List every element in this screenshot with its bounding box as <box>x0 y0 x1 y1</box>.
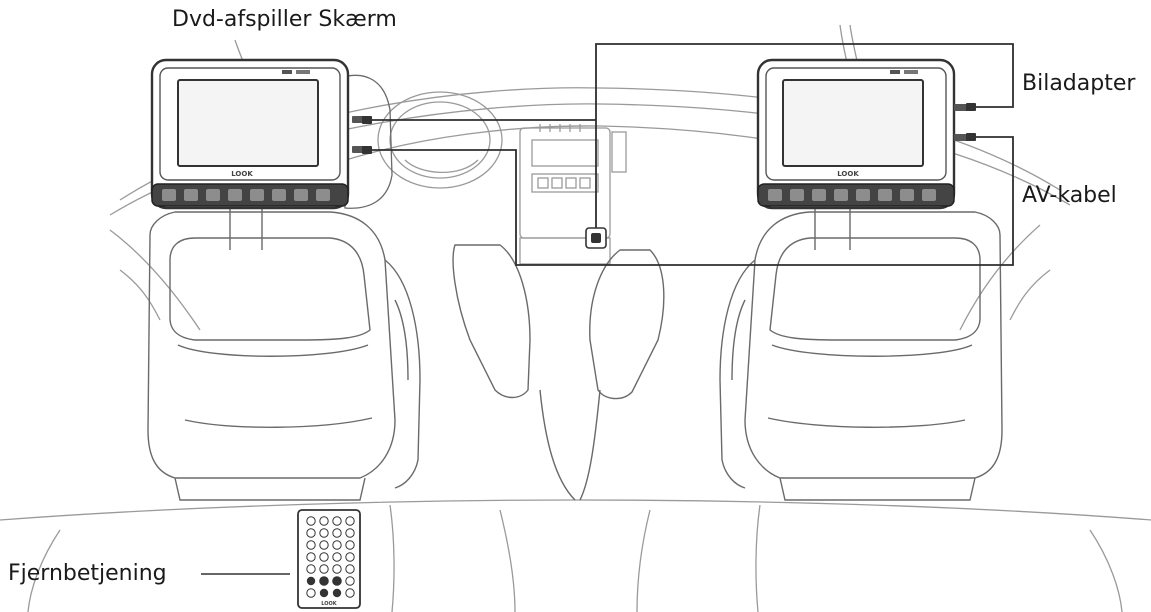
right-dvd-screen: LOOK <box>756 58 970 210</box>
left-screen-brand: LOOK <box>231 170 253 178</box>
remote-control: LOOK <box>297 509 361 609</box>
car-adapter-label: Biladapter <box>1022 71 1136 96</box>
dvd-screen-label: Dvd-afspiller Skærm <box>172 7 397 32</box>
center-tunnel <box>452 244 665 501</box>
remote-label: Fjernbetjening <box>8 561 167 586</box>
cables <box>368 43 1014 266</box>
cable-plugs <box>362 103 976 154</box>
left-screen-button-strip <box>162 189 330 201</box>
right-front-seat <box>719 205 1003 501</box>
av-cable <box>368 136 1014 266</box>
remote-buttons <box>306 516 355 574</box>
remote-brand: LOOK <box>321 601 338 607</box>
right-screen-brand: LOOK <box>837 170 859 178</box>
car-adapter-plug <box>585 227 607 249</box>
right-screen-button-strip <box>768 189 936 201</box>
av-cable-label: AV-kabel <box>1022 183 1117 208</box>
car-adapter-cable <box>595 43 1014 232</box>
left-dvd-screen: LOOK <box>150 58 393 210</box>
left-front-seat <box>147 205 421 501</box>
